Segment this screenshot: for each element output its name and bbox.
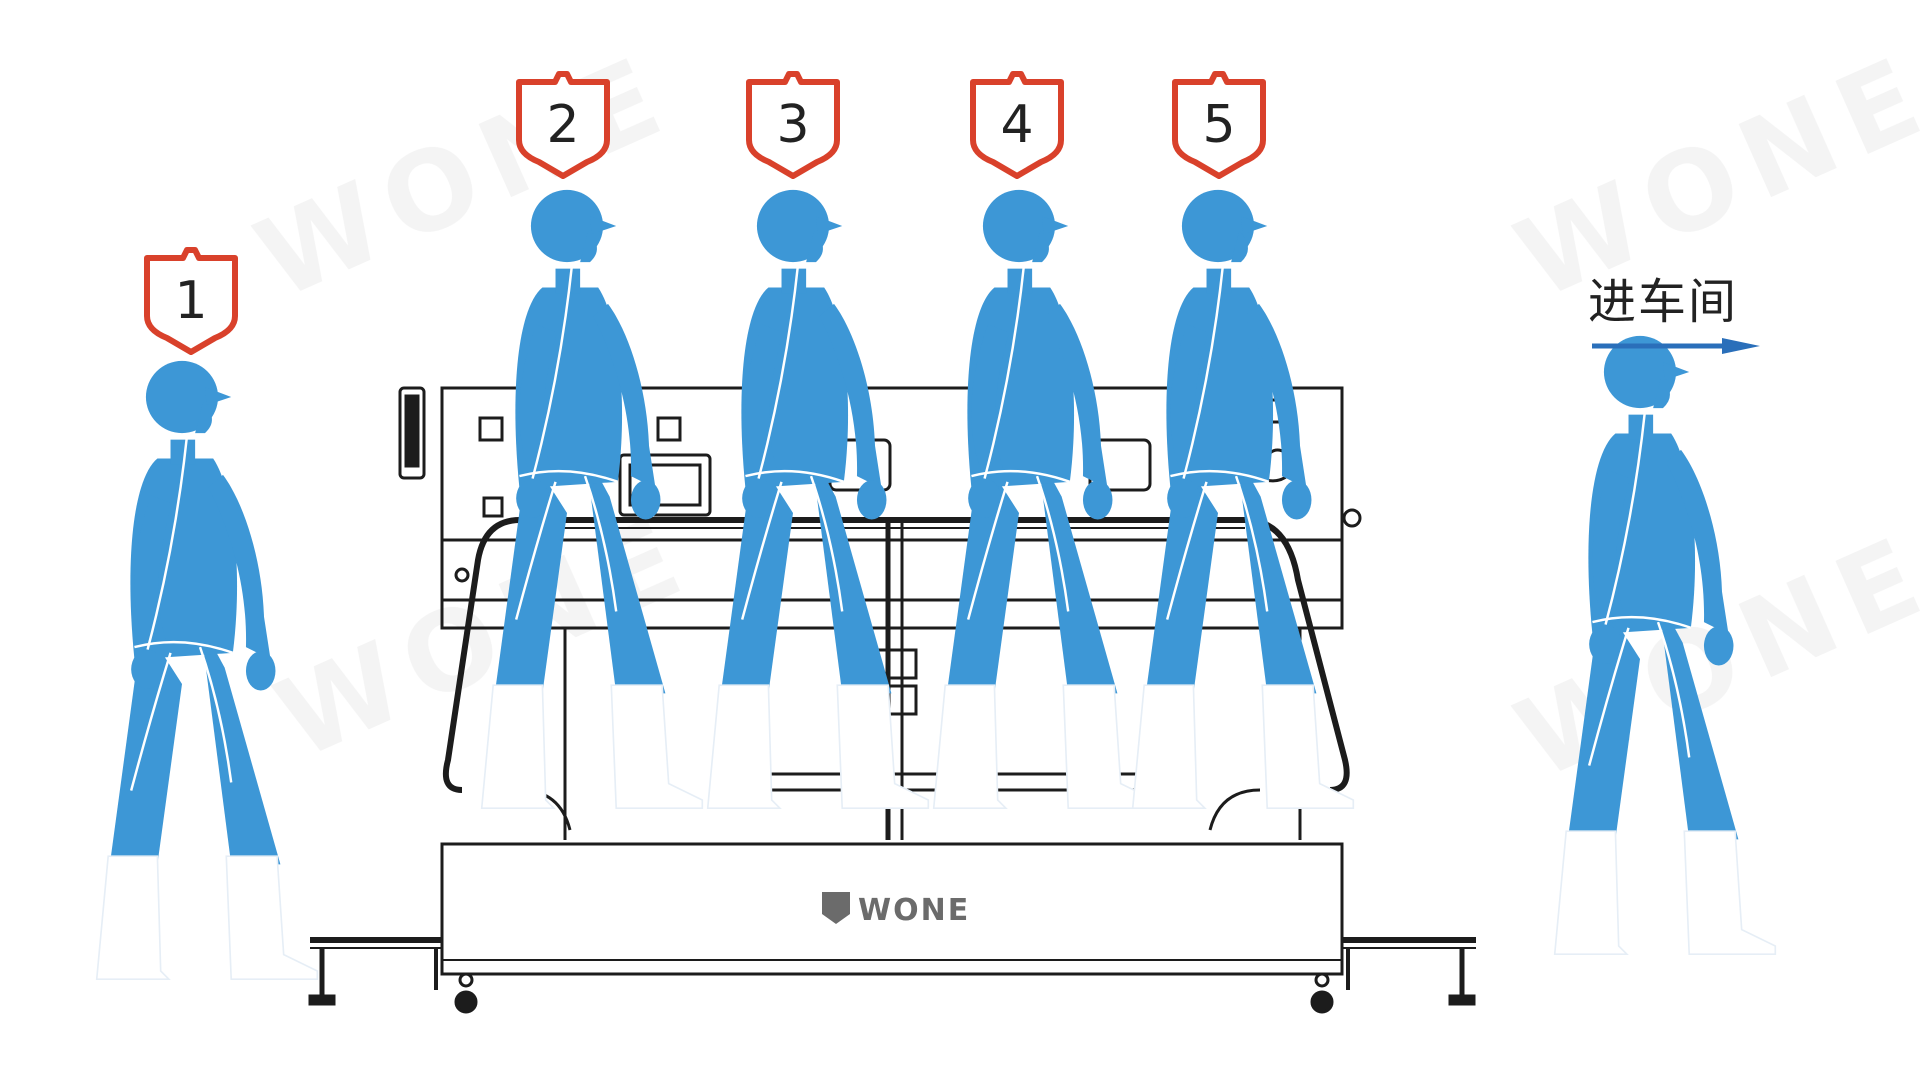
step-badge-1: 1 <box>147 250 235 352</box>
step-number: 4 <box>1000 95 1033 155</box>
brand-logo-icon <box>822 892 850 924</box>
direction-arrow-icon <box>1592 338 1760 354</box>
control-panel <box>398 386 426 480</box>
machine-housing <box>440 386 1344 630</box>
machine-base <box>440 842 1344 976</box>
step-number: 1 <box>174 271 207 331</box>
worker-2 <box>480 188 704 810</box>
worker-5 <box>1131 188 1355 810</box>
step-number: 5 <box>1202 95 1235 155</box>
worker-4 <box>932 188 1156 810</box>
worker-figure <box>1131 188 1355 810</box>
brand-name: WONE <box>858 893 970 928</box>
brand-logo: WONE <box>822 892 970 928</box>
worker-figure <box>932 188 1156 810</box>
step-number: 2 <box>546 95 579 155</box>
worker-figure <box>480 188 704 810</box>
step-number: 3 <box>776 95 809 155</box>
step-badge-2: 2 <box>519 74 607 176</box>
hand-port <box>618 453 712 517</box>
step-badge-4: 4 <box>973 74 1061 176</box>
direction-label: 进车间 <box>1588 274 1739 330</box>
step-badge-5: 5 <box>1175 74 1263 176</box>
step-badge-3: 3 <box>749 74 837 176</box>
watermark-text: WONE <box>239 29 691 324</box>
